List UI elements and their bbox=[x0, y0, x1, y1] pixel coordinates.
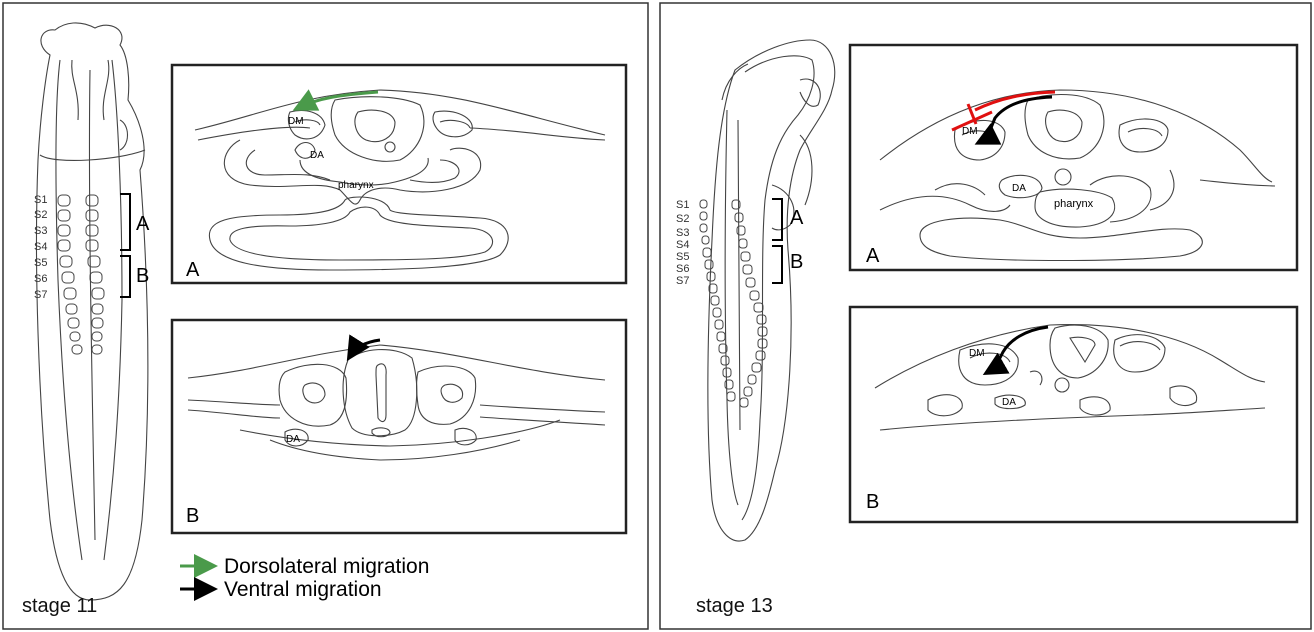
dm-label: DM bbox=[962, 126, 978, 137]
somite-labels-left: S1 S2 S3 S4 S5 S6 S7 bbox=[34, 194, 47, 301]
dm-label: DM bbox=[288, 116, 304, 127]
somite-label: S5 bbox=[34, 257, 47, 269]
section-b-corner-label: B bbox=[866, 491, 879, 513]
somite-label: S6 bbox=[676, 263, 689, 275]
somite-label: S4 bbox=[34, 241, 47, 253]
right-panel: S1 S2 S3 S4 S5 S6 S7 A B stage 13 bbox=[660, 3, 1311, 629]
stage-label: stage 13 bbox=[696, 595, 773, 617]
da-label: DA bbox=[1012, 183, 1026, 194]
bracket-a-label: A bbox=[136, 213, 150, 235]
section-b-corner-label: B bbox=[186, 505, 199, 527]
somite-label: S1 bbox=[34, 194, 47, 206]
pharynx-label: pharynx bbox=[338, 180, 374, 191]
section-a-stage-11: DM DA pharynx A bbox=[172, 65, 626, 283]
left-panel: S1 S2 S3 S4 S5 S6 S7 A B stage 11 bbox=[3, 3, 648, 629]
somite-label: S7 bbox=[676, 275, 689, 287]
legend-label: Ventral migration bbox=[224, 578, 382, 601]
somite-label: S5 bbox=[676, 251, 689, 263]
legend: Dorsolateral migration Ventral migration bbox=[180, 555, 429, 601]
da-label: DA bbox=[1002, 397, 1016, 408]
pharynx-label: pharynx bbox=[1054, 198, 1094, 210]
somite-label: S1 bbox=[676, 199, 689, 211]
legend-item-ventral: Ventral migration bbox=[180, 578, 382, 601]
somite-label: S3 bbox=[676, 227, 689, 239]
stage-label: stage 11 bbox=[22, 595, 97, 617]
da-label: DA bbox=[310, 150, 324, 161]
da-label: DA bbox=[286, 434, 300, 445]
somite-labels-right: S1 S2 S3 S4 S5 S6 S7 bbox=[676, 199, 689, 287]
somite-label: S4 bbox=[676, 239, 689, 251]
somite-label: S2 bbox=[34, 209, 47, 221]
bracket-a-label: A bbox=[790, 207, 804, 229]
somite-label: S2 bbox=[676, 213, 689, 225]
somites-right bbox=[700, 200, 767, 407]
somite-label: S3 bbox=[34, 225, 47, 237]
section-b-stage-13: DM DA B bbox=[850, 307, 1297, 522]
legend-label: Dorsolateral migration bbox=[224, 555, 429, 578]
brackets-right bbox=[772, 199, 782, 283]
legend-item-dorsolateral: Dorsolateral migration bbox=[180, 555, 429, 578]
somite-label: S6 bbox=[34, 273, 47, 285]
dm-label: DM bbox=[969, 348, 985, 359]
embryo-stage-13 bbox=[708, 40, 835, 541]
section-b-stage-11: DA B bbox=[172, 320, 626, 533]
section-a-corner-label: A bbox=[186, 259, 200, 281]
somites-left bbox=[58, 195, 104, 354]
bracket-b-label: B bbox=[136, 265, 149, 287]
bracket-b-label: B bbox=[790, 251, 803, 273]
somite-label: S7 bbox=[34, 289, 47, 301]
section-a-stage-13: DM DA pharynx A bbox=[850, 45, 1297, 270]
section-a-corner-label: A bbox=[866, 245, 880, 267]
